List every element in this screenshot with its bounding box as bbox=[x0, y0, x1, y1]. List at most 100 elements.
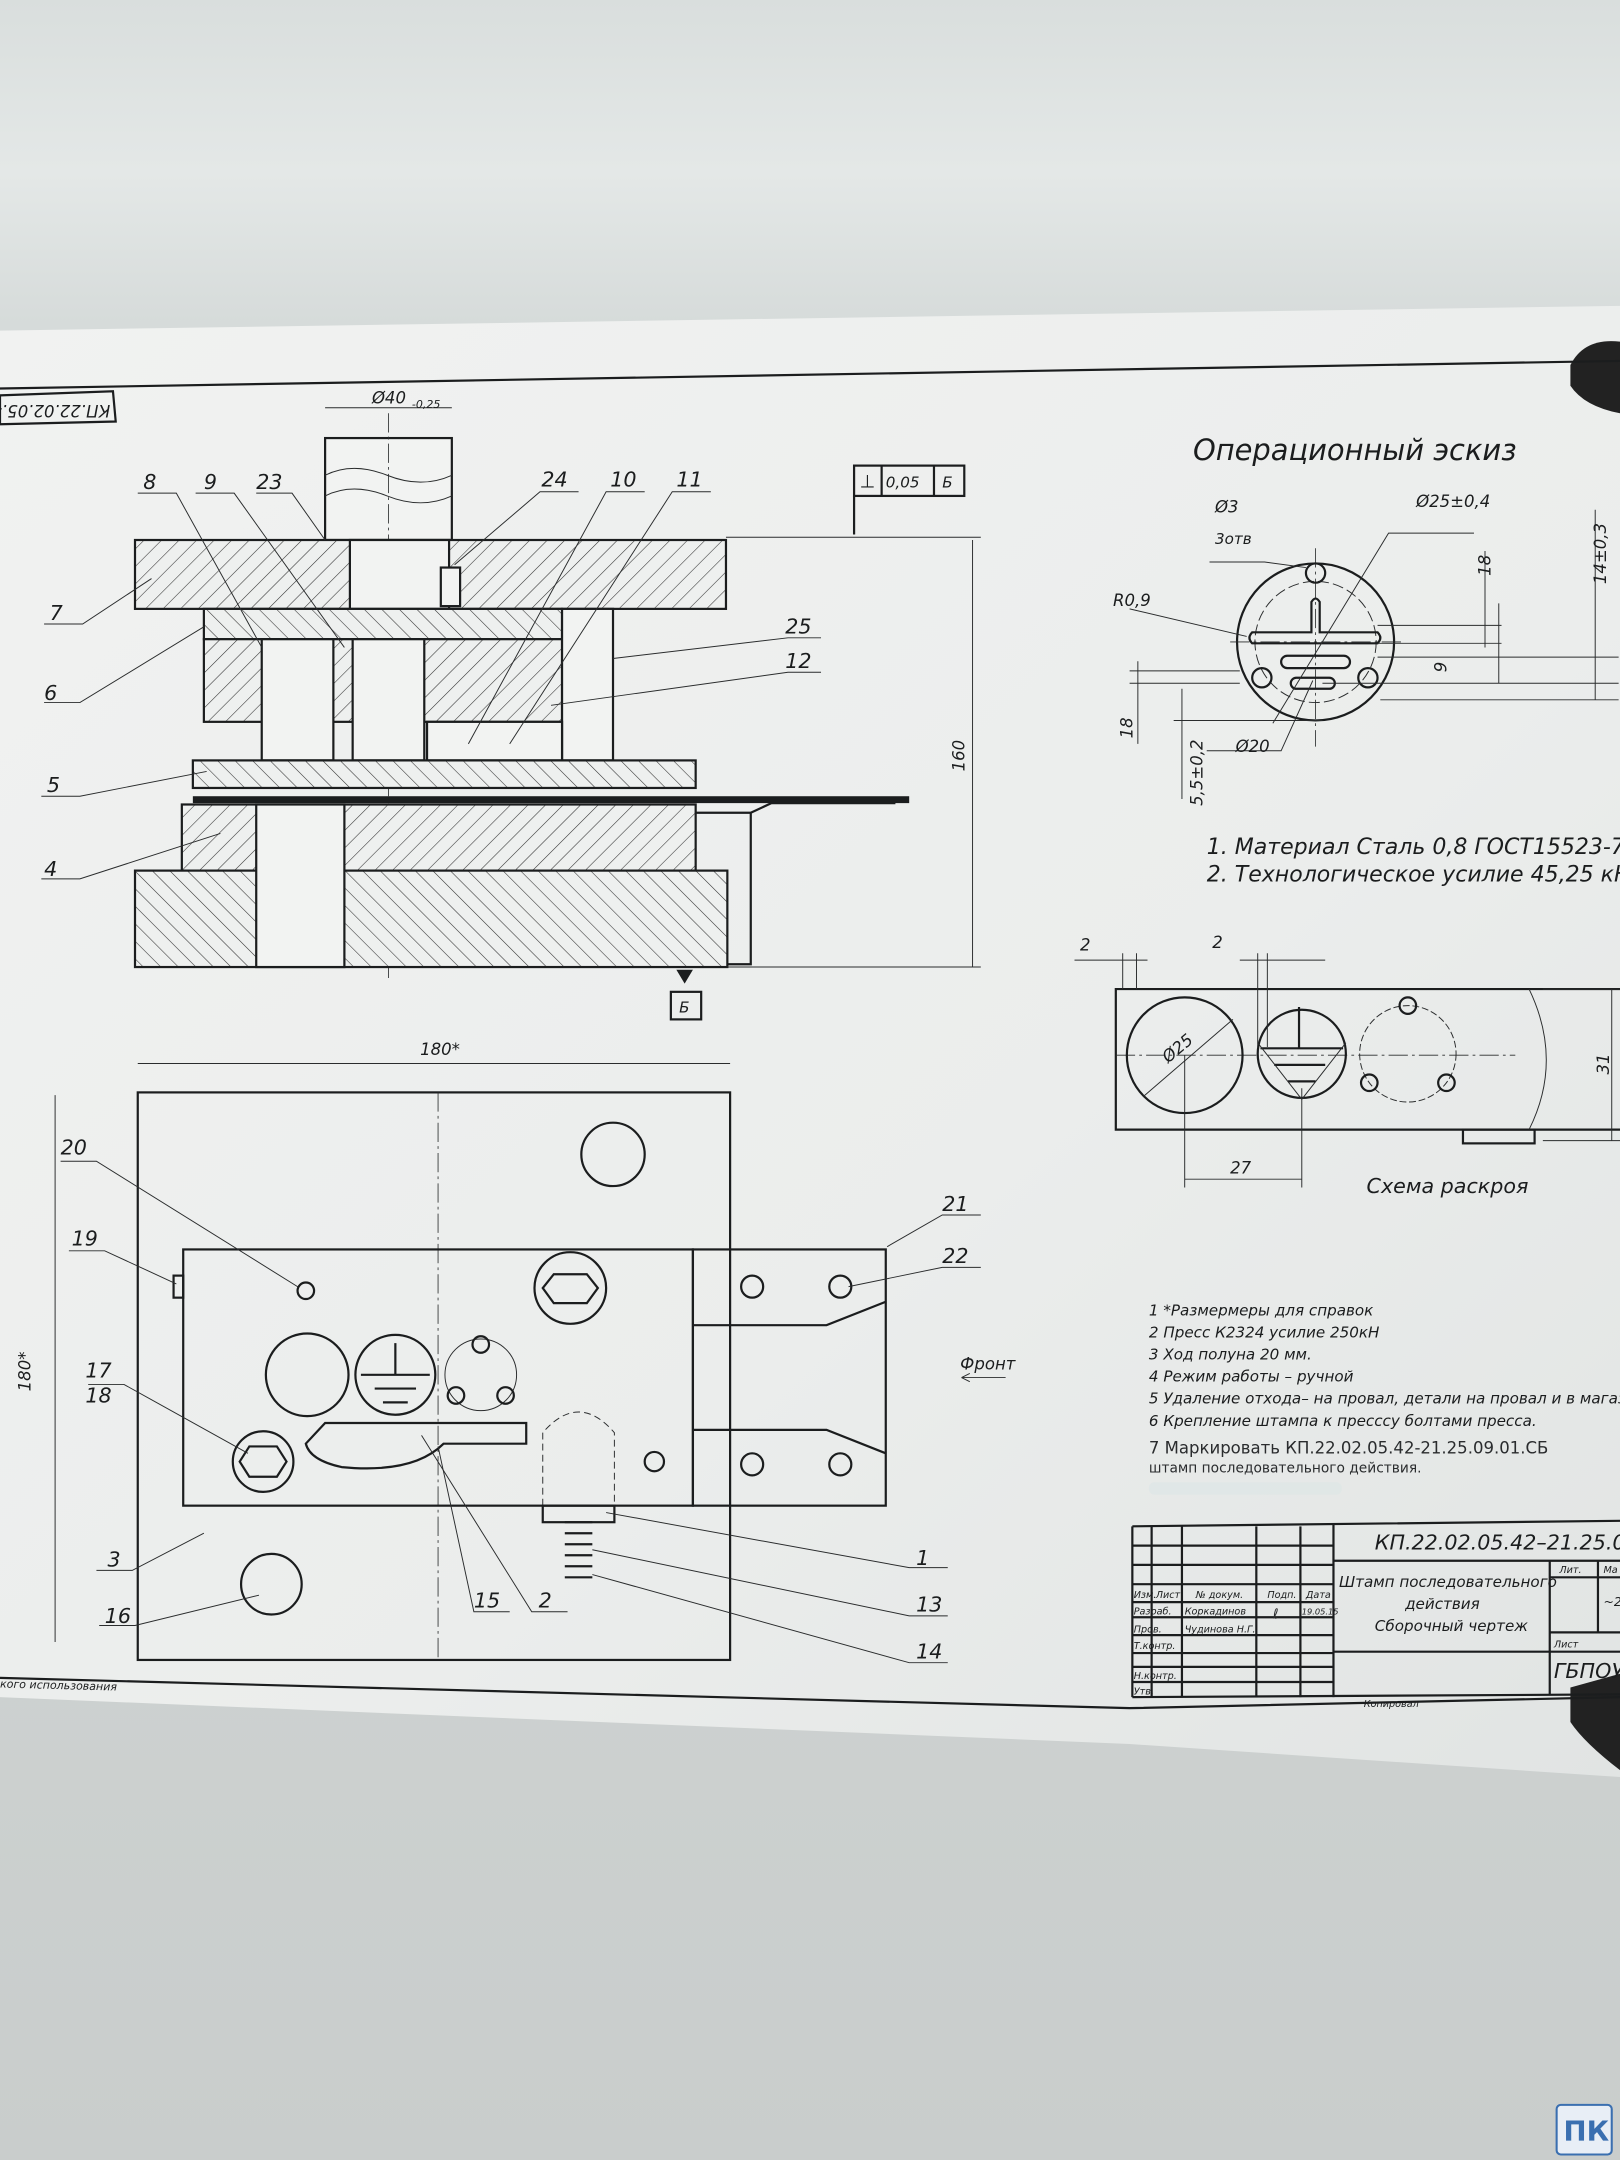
pin-24 bbox=[439, 566, 462, 608]
callout-10: 10 bbox=[610, 467, 636, 491]
plan-view: 180* 180* Фронт bbox=[15, 1040, 1016, 1663]
name-line-3: Сборочный чертеж bbox=[1375, 1617, 1529, 1635]
tolerance-frame: ⊥ 0,05 Б bbox=[852, 464, 966, 535]
row-nkontr: Н.контр. bbox=[1134, 1671, 1177, 1682]
note-3: 3 Ход полуна 20 мм. bbox=[1149, 1346, 1312, 1364]
pin-20 bbox=[296, 1281, 316, 1301]
strip-cut-arc bbox=[1528, 988, 1547, 1130]
section-view: Ø40 -0,25 160 ⊥ 0,05 Б Б bbox=[41, 389, 981, 1021]
dim-3-holes: 3отв bbox=[1215, 530, 1252, 548]
operational-sketch: Операционный эскиз Ø3 3отв Ø25±0,4 R0,9 … bbox=[1113, 433, 1620, 888]
col-izm: Изм. bbox=[1134, 1590, 1157, 1601]
plate-5 bbox=[191, 759, 697, 790]
callout-20: 20 bbox=[61, 1135, 87, 1159]
break-line bbox=[324, 467, 453, 504]
hex-head-17 bbox=[238, 1445, 288, 1478]
callout-5: 5 bbox=[47, 773, 60, 797]
note-7: 7 Маркировать КП.22.02.05.42-21.25.09.01… bbox=[1149, 1438, 1548, 1457]
title-block-grid bbox=[1132, 1523, 1620, 1698]
dim-5-5: 5,5±0,2 bbox=[1188, 739, 1207, 805]
callout-9: 9 bbox=[204, 470, 217, 494]
copied-label: Копировал bbox=[1364, 1699, 1419, 1710]
punch-round bbox=[264, 1332, 350, 1418]
front-label: Фронт bbox=[960, 1354, 1017, 1373]
callout-17: 17 bbox=[85, 1359, 111, 1383]
name-line-2: действия bbox=[1404, 1595, 1480, 1613]
callout-23: 23 bbox=[256, 470, 282, 494]
strip bbox=[192, 796, 910, 804]
callout-18: 18 bbox=[85, 1383, 111, 1407]
col-sign: Подп. bbox=[1267, 1590, 1296, 1601]
technical-notes: 1 *Размермеры для справок 2 Пресс К2324 … bbox=[1148, 1302, 1620, 1495]
note-7-cont: штамп последовательного действия. bbox=[1149, 1461, 1422, 1477]
strip-outline bbox=[1114, 987, 1620, 1131]
lit-label: Лит. bbox=[1558, 1565, 1581, 1576]
callout-22: 22 bbox=[942, 1244, 968, 1268]
dim-d40: Ø40 bbox=[371, 389, 406, 408]
designation: КП.22.02.05.42–21.25.09.0 bbox=[1375, 1531, 1620, 1555]
pin-19 bbox=[172, 1274, 185, 1299]
plan-leaders bbox=[60, 1160, 981, 1664]
op-note-force: 2. Технологическое усилие 45,25 кН bbox=[1207, 863, 1620, 888]
screw-22a bbox=[740, 1274, 765, 1299]
layout-dim-31: 31 bbox=[1594, 1053, 1613, 1074]
cutting-layout: Ø25 2 2 27 31 Схема раскроя bbox=[1074, 933, 1620, 1198]
slot-middle bbox=[1280, 654, 1352, 670]
razrab-name: Коркадинов bbox=[1185, 1606, 1247, 1617]
screw-22b bbox=[828, 1274, 853, 1299]
screw-22d bbox=[828, 1452, 853, 1477]
tolerance-value: 0,05 bbox=[886, 474, 920, 492]
pierce-left bbox=[1359, 1073, 1379, 1093]
note-1: 1 *Размермеры для справок bbox=[1149, 1302, 1374, 1320]
pierce-2 bbox=[446, 1386, 466, 1405]
dim-d25-tol: Ø25±0,4 bbox=[1415, 492, 1490, 511]
hex-bolt-17 bbox=[231, 1430, 295, 1493]
col-doc: № докум. bbox=[1195, 1590, 1243, 1601]
callout-1: 1 bbox=[916, 1546, 929, 1570]
die-opening bbox=[255, 803, 346, 969]
pierce-1 bbox=[471, 1335, 491, 1354]
screw-22c bbox=[740, 1452, 765, 1477]
tolerance-symbol: ⊥ bbox=[860, 472, 876, 493]
datum-label: Б bbox=[679, 999, 689, 1017]
pierce-3 bbox=[496, 1386, 515, 1405]
title-block: Изм. Лист № докум. Подп. Дата Разраб. Ко… bbox=[1131, 1519, 1620, 1710]
pierce-pattern bbox=[444, 1338, 518, 1412]
callout-21: 21 bbox=[942, 1192, 968, 1216]
mass-label: Ма bbox=[1603, 1565, 1617, 1576]
callout-15: 15 bbox=[474, 1589, 500, 1613]
dim-180-height: 180* bbox=[15, 1352, 34, 1392]
callout-19: 19 bbox=[72, 1226, 98, 1250]
part-25 bbox=[560, 607, 615, 762]
dim-line-d25 bbox=[1143, 1019, 1234, 1097]
stamp-corner-text: КП.22.02.05.42-2 bbox=[0, 401, 110, 420]
pierce-right bbox=[1437, 1073, 1456, 1093]
punch-1 bbox=[260, 638, 335, 762]
spring-13 bbox=[564, 1521, 593, 1579]
row-razrab: Разраб. bbox=[1134, 1605, 1172, 1617]
punches-small bbox=[425, 720, 564, 762]
callout-13: 13 bbox=[916, 1593, 942, 1617]
dim-160: 160 bbox=[949, 740, 968, 772]
stamp-corner-box bbox=[0, 390, 117, 426]
base-plate bbox=[133, 869, 729, 969]
col-date: Дата bbox=[1305, 1590, 1331, 1601]
callout-25: 25 bbox=[785, 615, 811, 639]
dim-18-left: 18 bbox=[1117, 717, 1136, 738]
hole-top bbox=[1304, 562, 1327, 584]
erased-line bbox=[1148, 1482, 1342, 1495]
logo: ПК bbox=[1555, 2103, 1613, 2156]
callout-8: 8 bbox=[143, 470, 156, 494]
layout-dim-2b: 2 bbox=[1212, 933, 1223, 952]
callout-24: 24 bbox=[541, 467, 567, 491]
note-6: 6 Крепление штампа к прессcу болтами пре… bbox=[1149, 1412, 1537, 1430]
hidden-spring bbox=[542, 1411, 615, 1506]
base-plate-3 bbox=[136, 1091, 732, 1662]
catch-15 bbox=[304, 1421, 528, 1470]
layout-caption: Схема раскроя bbox=[1367, 1174, 1529, 1198]
op-dim-lines bbox=[1129, 509, 1619, 799]
pierce-top bbox=[1398, 996, 1418, 1015]
hole-right bbox=[1357, 667, 1379, 689]
